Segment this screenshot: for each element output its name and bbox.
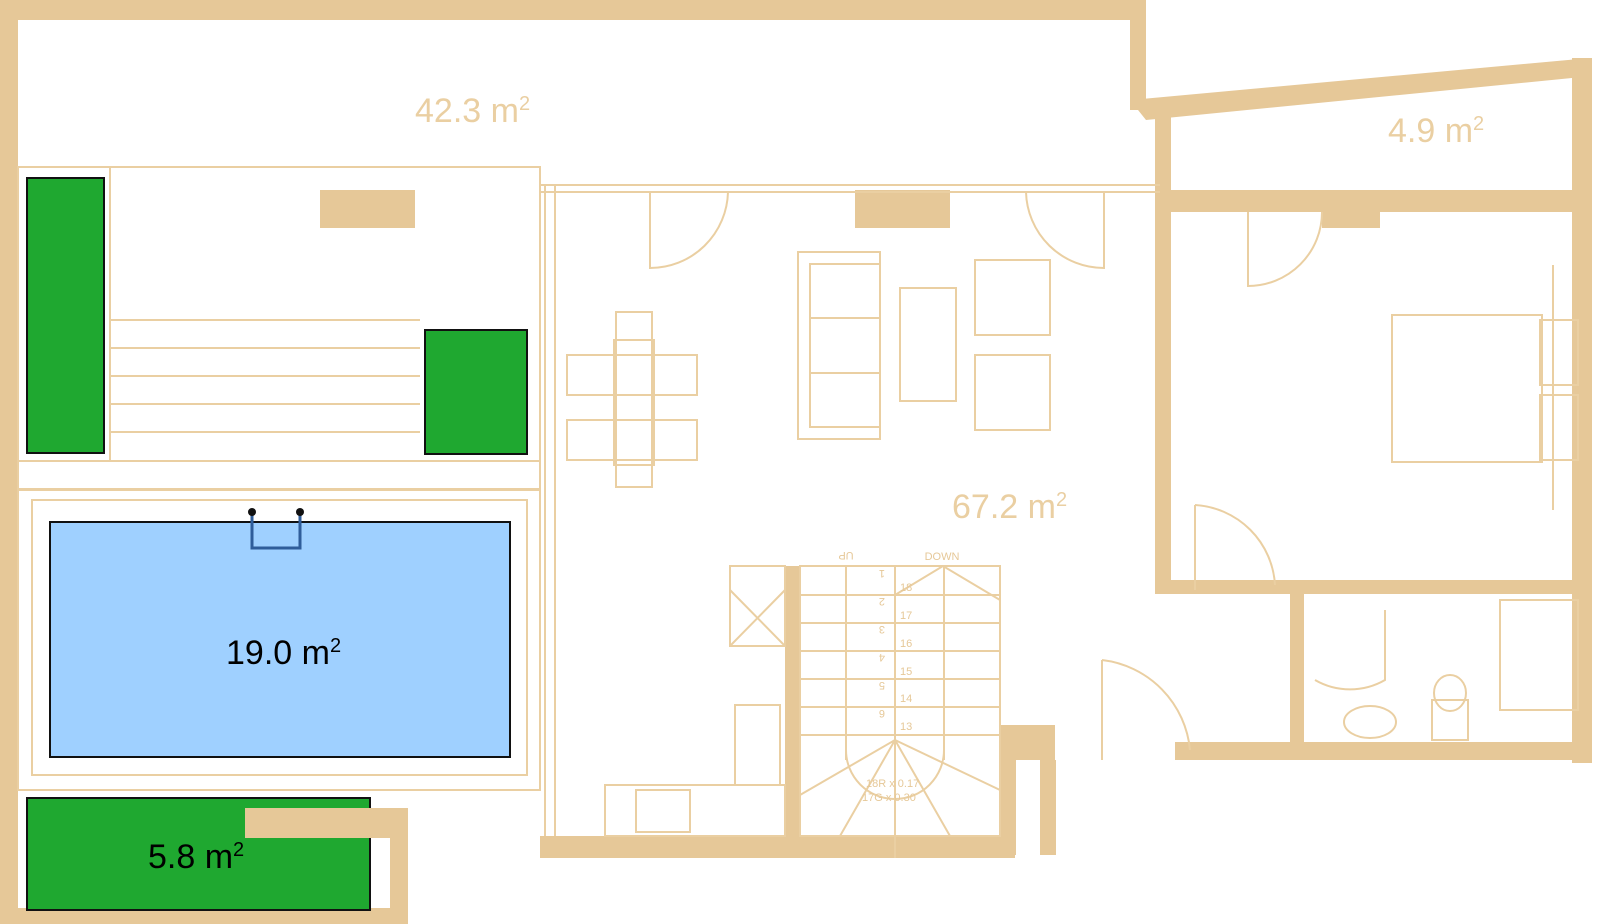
svg-text:14: 14 [900, 693, 912, 705]
stair-step-numbers: 1 2 3 4 5 6 18 17 16 15 14 13 [879, 567, 912, 733]
stair-risers: 18R x 0.17 [866, 778, 919, 790]
area-living: 67.2 m2 [952, 488, 1067, 526]
area-balcony: 4.9 m2 [1388, 112, 1484, 150]
area-pool: 19.0 m2 [226, 634, 341, 672]
area-garden: 5.8 m2 [148, 838, 244, 876]
svg-text:4: 4 [879, 651, 885, 663]
planter-right [424, 329, 528, 455]
svg-text:6: 6 [879, 707, 885, 719]
area-terrace: 42.3 m2 [415, 92, 530, 130]
fixtures [17, 166, 1579, 858]
svg-text:17: 17 [900, 610, 912, 622]
planter-left [26, 177, 105, 454]
svg-text:18: 18 [900, 582, 912, 594]
pool [49, 521, 511, 758]
stair-down-label: DOWN [925, 551, 960, 563]
stair-up-label: UP [838, 549, 853, 561]
svg-text:16: 16 [900, 638, 912, 650]
svg-text:15: 15 [900, 666, 912, 678]
svg-text:5: 5 [879, 679, 885, 691]
pool-ladder [250, 512, 302, 550]
svg-text:3: 3 [879, 623, 885, 635]
svg-text:13: 13 [900, 721, 912, 733]
stair-goings: 17G x 0.30 [862, 792, 916, 804]
svg-text:1: 1 [879, 567, 885, 579]
svg-text:2: 2 [879, 595, 885, 607]
